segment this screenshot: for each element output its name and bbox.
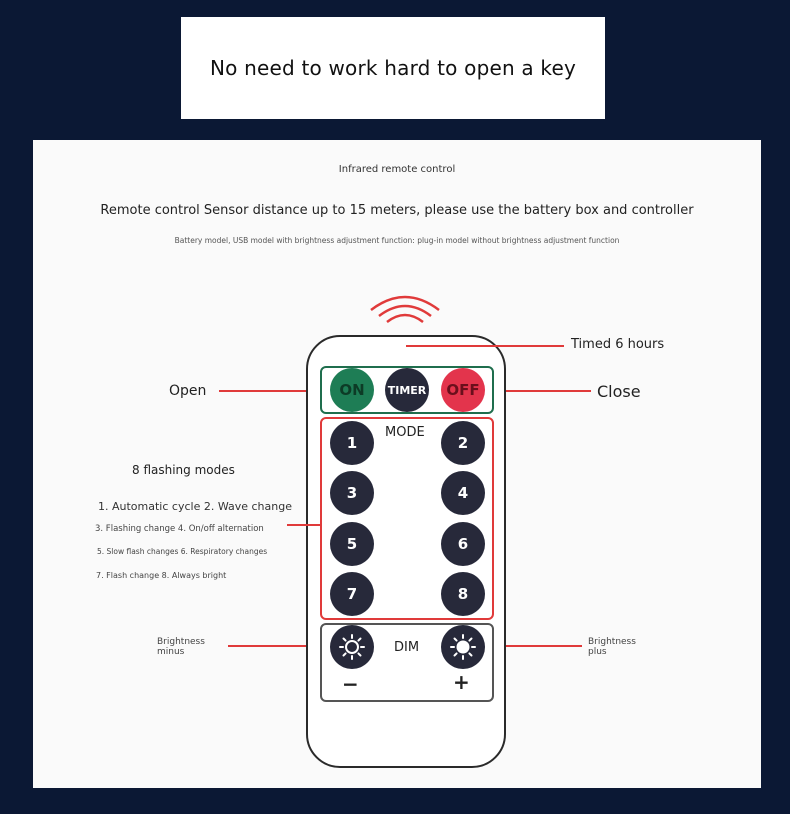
brightness-minus-label: Brightness minus: [157, 637, 205, 657]
brightness-plus-label: Brightness plus: [588, 637, 636, 657]
mode-6-button[interactable]: 6: [441, 522, 485, 566]
timer-button[interactable]: TIMER: [385, 368, 429, 412]
brightness-plus-callout-line: [506, 645, 582, 647]
flashing-modes-title: 8 flashing modes: [132, 463, 235, 477]
panel-note: Battery model, USB model with brightness…: [174, 236, 620, 245]
power-button-group: [320, 366, 494, 414]
header-banner: No need to work hard to open a key: [181, 17, 605, 119]
mode-8-button[interactable]: 8: [441, 572, 485, 616]
brightness-plus-button[interactable]: [441, 625, 485, 669]
dim-button-group: [320, 623, 494, 702]
mode-3-button[interactable]: 3: [330, 471, 374, 515]
off-button[interactable]: OFF: [441, 368, 485, 412]
close-callout-line: [506, 390, 591, 392]
close-label: Close: [597, 382, 641, 401]
mode-1-button[interactable]: 1: [330, 421, 374, 465]
modes-callout-line: [287, 524, 320, 526]
banner-title: No need to work hard to open a key: [209, 56, 577, 80]
sun-outline-icon: [339, 634, 365, 660]
mode-2-button[interactable]: 2: [441, 421, 485, 465]
mode-label: MODE: [385, 425, 425, 440]
infrared-signal-icon: [370, 295, 440, 324]
open-label: Open: [169, 383, 207, 399]
mode-description-1: 1. Automatic cycle 2. Wave change: [98, 500, 292, 513]
on-button[interactable]: ON: [330, 368, 374, 412]
brightness-minus-callout-line: [228, 645, 306, 647]
mode-button-group: [320, 417, 494, 620]
sun-filled-icon: [450, 634, 476, 660]
mode-4-button[interactable]: 4: [441, 471, 485, 515]
timed-label: Timed 6 hours: [571, 337, 665, 352]
panel-subtitle: Remote control Sensor distance up to 15 …: [100, 203, 694, 218]
dim-label: DIM: [394, 640, 420, 655]
product-panel: Infrared remote control Remote control S…: [33, 140, 761, 788]
remote-control-body: ON TIMER OFF MODE 1 2 3 4 5 6 7 8: [306, 335, 506, 768]
panel-title: Infrared remote control: [338, 164, 456, 175]
minus-sign: −: [342, 672, 359, 696]
mode-5-button[interactable]: 5: [330, 522, 374, 566]
timer-callout-line: [406, 345, 564, 347]
brightness-minus-button[interactable]: [330, 625, 374, 669]
plus-sign: +: [453, 670, 470, 694]
open-callout-line: [219, 390, 306, 392]
mode-description-3: 5. Slow flash changes 6. Respiratory cha…: [97, 547, 268, 556]
mode-description-2: 3. Flashing change 4. On/off alternation: [95, 524, 264, 534]
mode-description-4: 7. Flash change 8. Always bright: [96, 571, 227, 580]
mode-7-button[interactable]: 7: [330, 572, 374, 616]
